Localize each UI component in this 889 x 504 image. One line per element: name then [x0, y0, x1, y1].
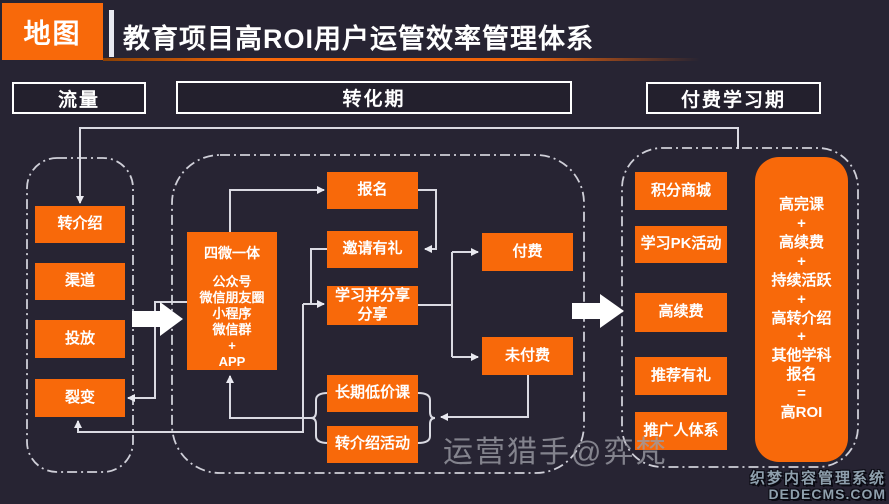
node-long-term-low-price-course: 长期低价课 — [327, 375, 418, 412]
title-divider-bar — [109, 10, 114, 57]
connector-share-to-fission — [74, 304, 304, 433]
matrix-channel-list: 公众号 微信朋友圈 小程序 微信群 + APP — [199, 273, 265, 369]
page-title: 教育项目高ROI用户运管效率管理体系 — [123, 24, 595, 54]
connector-signup-to-invite — [418, 189, 437, 253]
phase-header-conversion: 转化期 — [176, 81, 572, 114]
node-channels: 渠道 — [35, 263, 125, 300]
brace-right-retention — [417, 392, 436, 444]
node-roi-formula: 高完课 + 高续费 + 持续活跃 + 高转介绍 + 其他学科 报名 = 高ROI — [755, 157, 848, 462]
cms-watermark-line2: DEDECMS.COM — [768, 486, 886, 503]
connector-retention-to-matrix — [226, 375, 312, 419]
node-points-mall: 积分商城 — [635, 172, 727, 210]
node-high-renewal: 高续费 — [635, 293, 727, 332]
node-invite-reward: 邀请有礼 — [327, 231, 418, 268]
node-referral-campaign: 转介绍活动 — [327, 426, 418, 463]
brace-left-retention — [310, 392, 329, 444]
node-referral: 转介绍 — [35, 206, 125, 243]
node-recommend-reward: 推荐有礼 — [635, 357, 727, 395]
node-learn-and-share: 学习并分享 分享 — [327, 286, 418, 325]
node-fission: 裂变 — [35, 379, 125, 417]
connector-matrix-to-signup — [229, 186, 325, 232]
node-promoter-system: 推广人体系 — [635, 412, 727, 450]
connector-feedback-to-referral — [76, 127, 739, 204]
author-watermark: 运营猎手@弈梵 — [443, 436, 668, 469]
connector-matrix-to-fission — [127, 301, 187, 402]
phase-header-traffic: 流量 — [12, 82, 146, 114]
flow-arrow-traffic-to-conversion — [132, 302, 183, 336]
title-underline — [103, 58, 700, 61]
map-badge: 地图 — [2, 3, 103, 60]
node-study-pk: 学习PK活动 — [635, 226, 727, 263]
cms-watermark-line1: 织梦内容管理系统 — [749, 469, 886, 487]
node-paid: 付费 — [482, 233, 573, 271]
node-signup: 报名 — [327, 172, 418, 209]
node-four-wechat-matrix: 四微一体 公众号 微信朋友圈 小程序 微信群 + APP — [187, 232, 277, 370]
flow-arrow-conversion-to-paid — [572, 294, 624, 328]
node-ad-placement: 投放 — [35, 320, 125, 358]
matrix-title: 四微一体 — [204, 245, 260, 261]
connector-invite-branch — [310, 248, 328, 304]
phase-header-paid-learning: 付费学习期 — [646, 82, 821, 114]
cms-watermark: 织梦内容管理系统 DEDECMS.COM — [749, 469, 886, 503]
connector-unpaid-to-retention — [440, 375, 529, 421]
node-unpaid: 未付费 — [482, 337, 573, 375]
